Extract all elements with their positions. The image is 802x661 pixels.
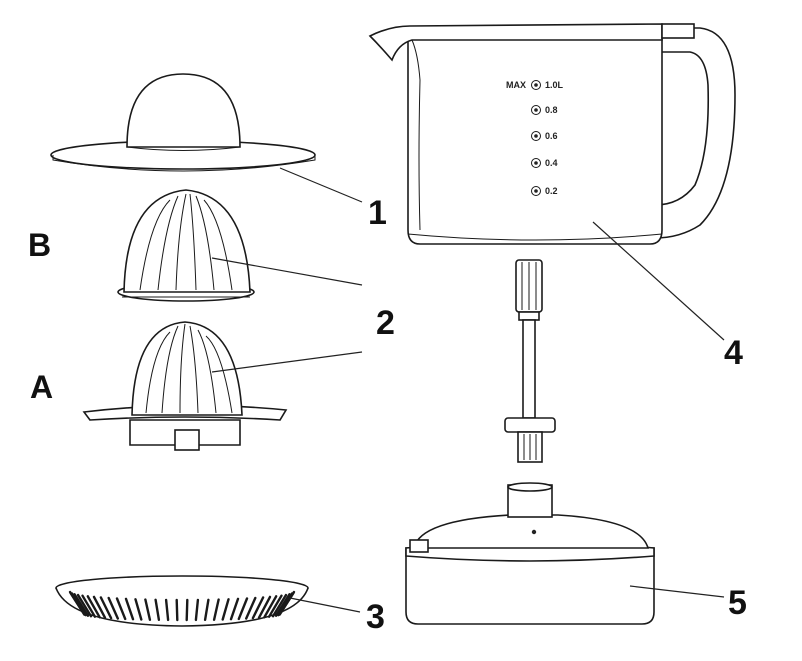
sieve-slot: [154, 598, 161, 621]
letter-large-cone: A: [30, 369, 53, 405]
sieve-slot: [229, 597, 240, 621]
sieve-slot: [70, 592, 88, 617]
sieve-slot: [278, 590, 296, 616]
scale-marker-icon: [531, 158, 541, 168]
sieve-slot: [134, 598, 143, 621]
sieve-slot: [73, 593, 90, 617]
sieve-slot: [263, 595, 278, 619]
sieve-slot: [244, 596, 257, 620]
scale-marker-icon: [531, 80, 541, 90]
sieve-slot: [221, 598, 230, 621]
sieve-slot: [175, 598, 179, 622]
letter-small-cone: B: [28, 227, 51, 263]
scale-marker-icon: [534, 134, 538, 138]
jug-scale: MAX 1.0L 0.8 0.6 0.4 0.2: [506, 80, 564, 196]
sieve-slot: [144, 598, 152, 621]
sieve-slot: [164, 598, 170, 622]
scale-marker-icon: [534, 161, 538, 165]
scale-max-prefix: MAX: [506, 80, 526, 90]
sieve-slot: [251, 596, 265, 620]
sieve-slots: [68, 590, 296, 622]
sieve-slot: [237, 597, 249, 621]
sieve-slot: [99, 596, 113, 620]
scale-marker-icon: [534, 189, 538, 193]
scale-mark: 0.4: [545, 158, 558, 168]
lid: [50, 73, 316, 172]
callout-jug: 4: [724, 334, 743, 372]
scale-marker-icon: [531, 105, 541, 115]
sieve-slot: [267, 594, 283, 618]
scale-marker-icon: [534, 108, 538, 112]
scale-mark: 0.2: [545, 186, 558, 196]
callout-lid: 1: [368, 194, 387, 232]
scale-mark: 0.6: [545, 131, 558, 141]
sieve-slot: [203, 598, 210, 621]
sieve-slot: [115, 597, 127, 621]
sieve-slot: [274, 593, 291, 617]
sieve-slot: [86, 595, 101, 619]
scale-mark: 0.8: [545, 105, 558, 115]
motor-base: [405, 482, 655, 625]
callout-sieve: 3: [366, 598, 385, 636]
sieve-slot: [271, 593, 288, 618]
sieve-slot: [76, 593, 93, 618]
sieve-slot: [107, 596, 120, 620]
scale-marker-icon: [531, 131, 541, 141]
sieve-slot: [92, 595, 107, 619]
sieve-slot: [124, 597, 135, 621]
scale-mark: 1.0L: [545, 80, 564, 90]
sieve-slot: [194, 598, 200, 622]
sieve: [55, 575, 309, 627]
sieve-slot: [81, 594, 97, 618]
scale-marker-icon: [531, 186, 541, 196]
callout-base: 5: [728, 584, 747, 622]
callout-cones: 2: [376, 304, 395, 342]
scale-marker-icon: [534, 83, 538, 87]
leader-lines: [211, 167, 725, 613]
sieve-slot: [257, 595, 272, 619]
small-cone: [117, 189, 255, 302]
large-cone: [82, 321, 288, 451]
sieve-slot: [185, 598, 189, 622]
sieve-slot: [212, 598, 220, 621]
drive-shaft: [504, 259, 556, 463]
